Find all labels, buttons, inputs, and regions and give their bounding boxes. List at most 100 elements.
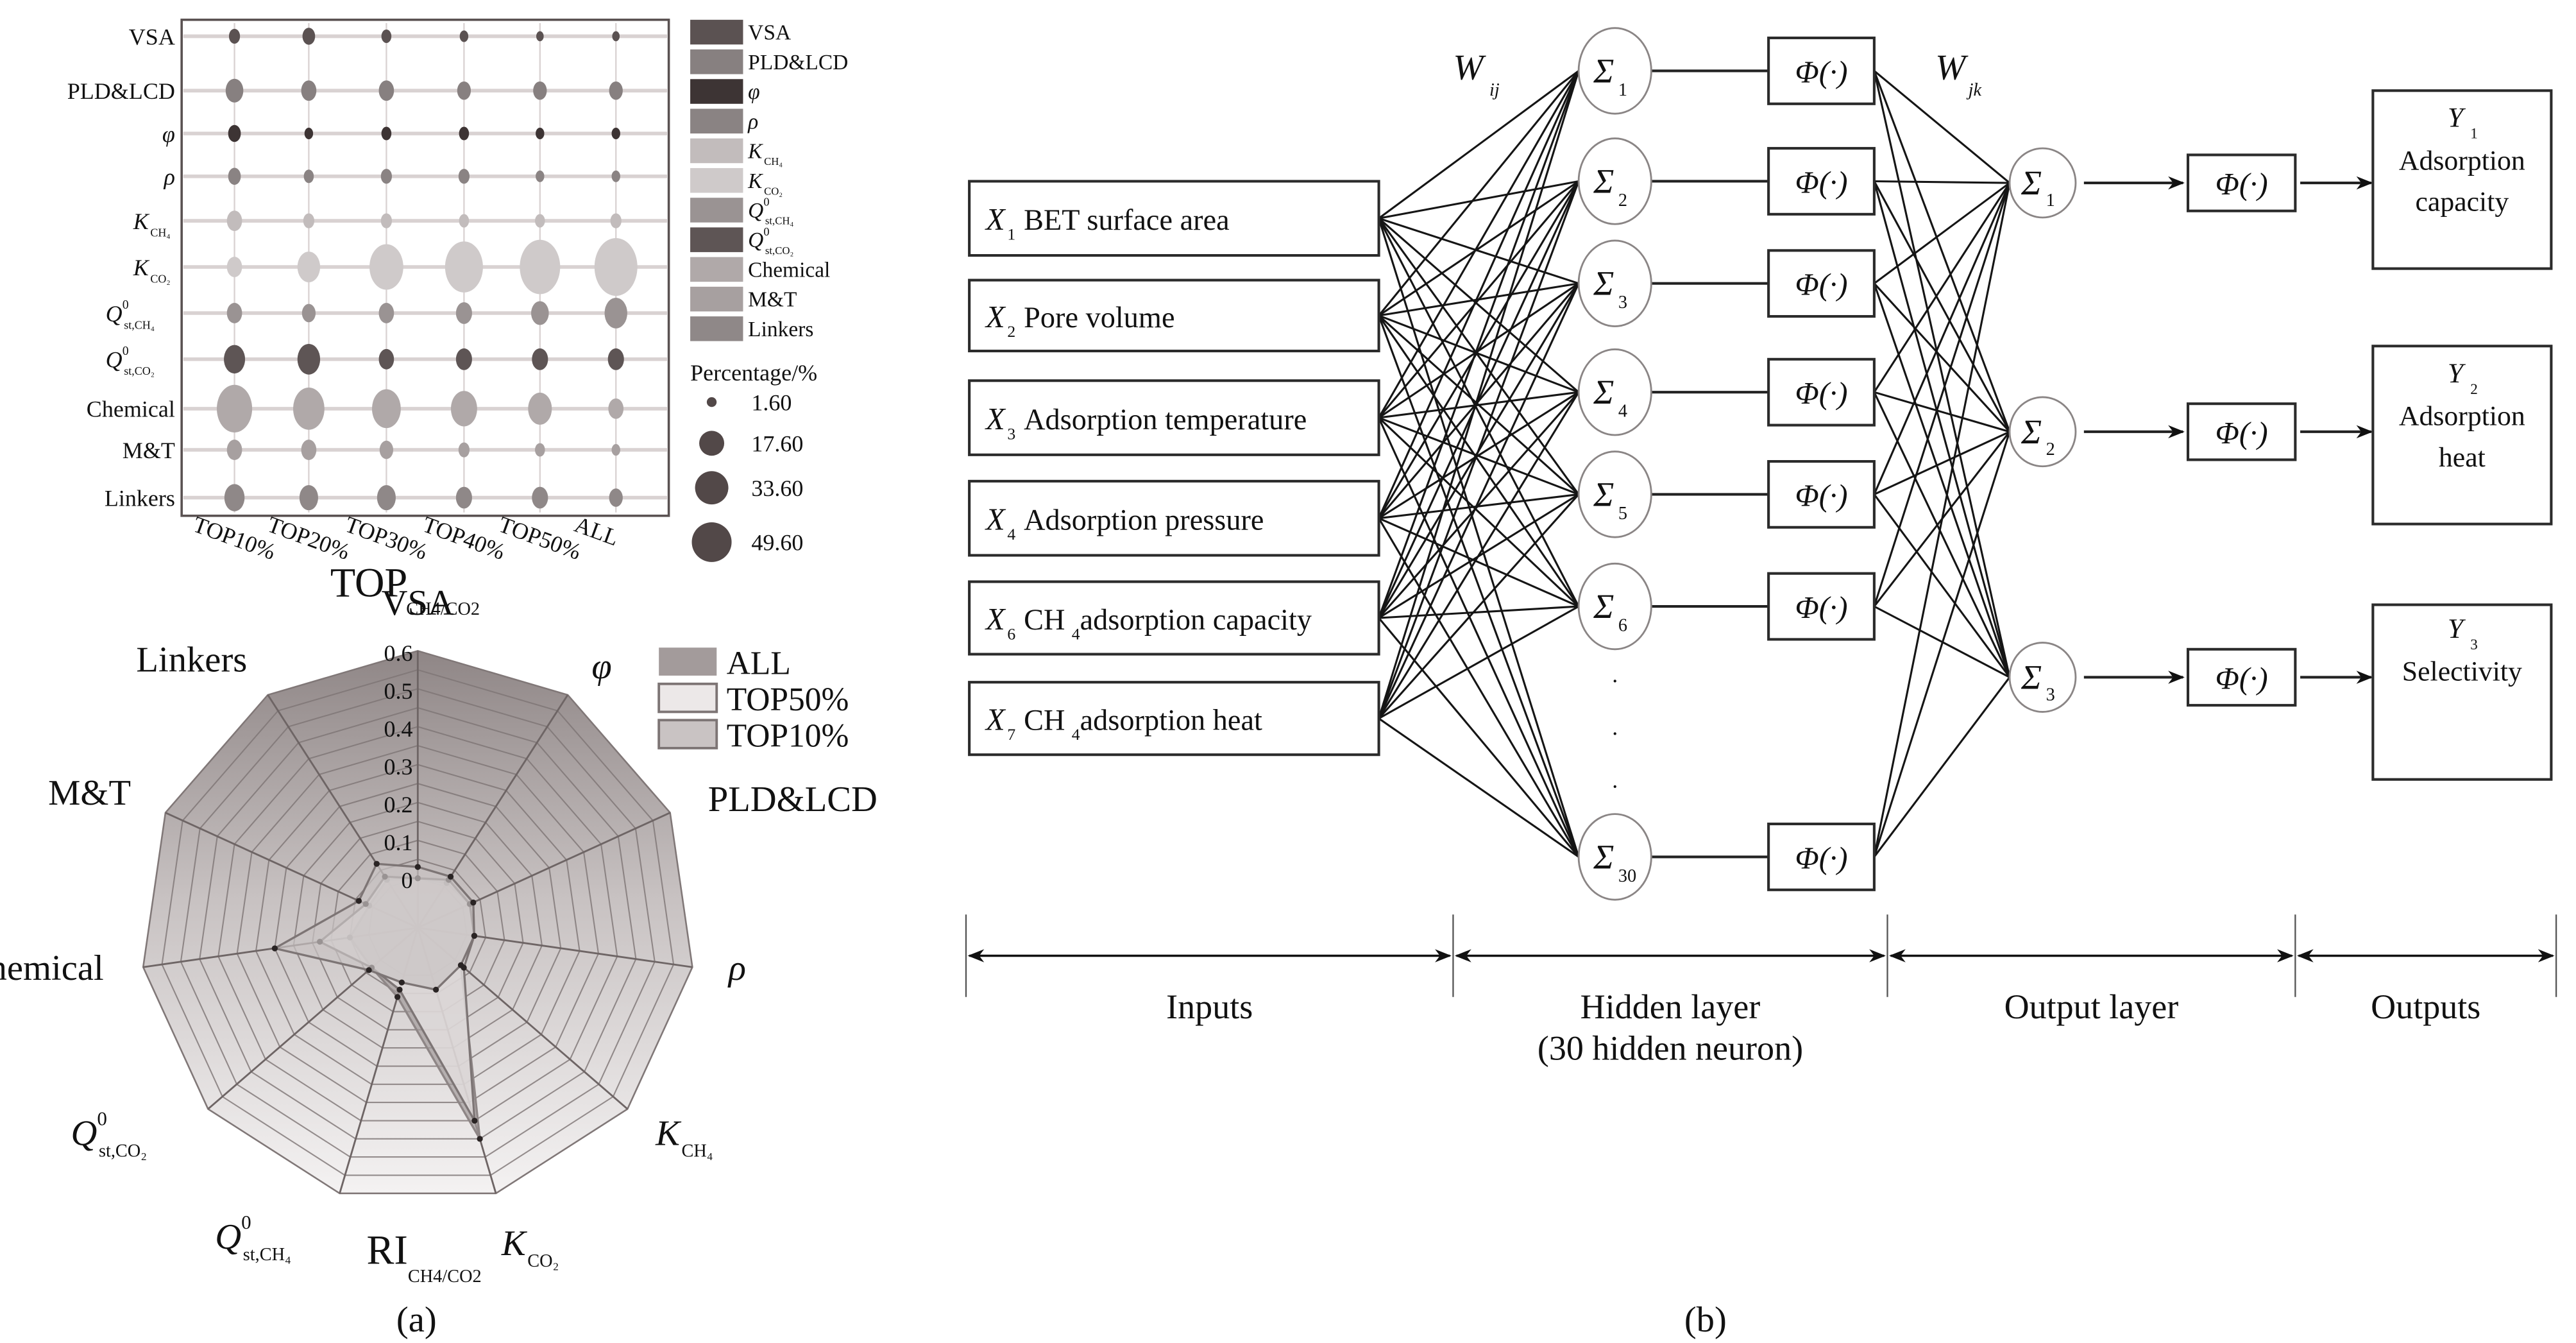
radar-axis-label-7-sup: 0 bbox=[97, 1107, 107, 1129]
legend-swatch-VSA bbox=[690, 19, 743, 45]
activation-label: Φ(·) bbox=[1795, 477, 1847, 513]
bubble-QCH4-2 bbox=[378, 303, 394, 323]
edge-input-hidden bbox=[1378, 218, 1580, 607]
bubble-y-label-VSA: VSA bbox=[129, 24, 175, 49]
input-label: BET surface area bbox=[1024, 204, 1230, 237]
bubble-x-axis-title: TOP CH4/CO2 bbox=[330, 560, 480, 619]
edge-hidden-output bbox=[1873, 180, 2011, 432]
edge-input-hidden bbox=[1378, 180, 1579, 317]
neuron-index: 2 bbox=[2046, 440, 2055, 459]
size-legend-bubble bbox=[691, 522, 732, 562]
edge-hidden-output bbox=[1873, 182, 2010, 284]
bubble-KCH4-1 bbox=[303, 213, 315, 228]
output-box-frame bbox=[2371, 345, 2553, 526]
input-box-frame bbox=[968, 580, 1380, 656]
bubble-x-tick-label: TOP50% bbox=[495, 511, 584, 565]
bubble-phi-0 bbox=[228, 124, 241, 142]
bubble-Chem-4 bbox=[528, 392, 552, 425]
edge-hidden-output bbox=[1874, 391, 2010, 433]
bubble-y-label-QCH4-sup: 0 bbox=[123, 298, 129, 312]
sum-neuron bbox=[2008, 396, 2077, 468]
edge-hidden-output bbox=[1873, 493, 2011, 678]
hidden-neuron-4: Σ4Φ(·) bbox=[1577, 348, 1876, 436]
radar-axis-label-3-text: ρ bbox=[727, 948, 746, 988]
bubble-Link-1 bbox=[299, 484, 318, 511]
legend-label-QCO2-sub: st,CO₂ bbox=[765, 244, 793, 257]
output-box-frame bbox=[2371, 89, 2553, 270]
activation-label: Φ(·) bbox=[2216, 661, 2268, 696]
bubble-KCO2-4 bbox=[520, 239, 561, 295]
output-var-index: 2 bbox=[2470, 381, 2478, 398]
legend-label-QCO2-text: Q bbox=[748, 228, 763, 252]
radar-legend-label: TOP50% bbox=[727, 681, 849, 718]
radar-axis-label-9-text: M&T bbox=[48, 773, 131, 813]
edge-input-hidden bbox=[1378, 70, 1580, 418]
radar-point-TOP10% bbox=[373, 860, 380, 867]
bubble-y-label-VSA-text: VSA bbox=[129, 24, 175, 49]
output-var-index: 3 bbox=[2470, 637, 2478, 653]
bubble-VSA-5 bbox=[612, 31, 620, 42]
edge-hidden-output bbox=[1873, 283, 2011, 678]
radar-series bbox=[271, 860, 483, 1142]
bubble-Chem-3 bbox=[450, 391, 477, 427]
bubble-y-label-PLD-text: PLD&LCD bbox=[67, 78, 175, 104]
legend-label-rho-text: ρ bbox=[747, 110, 758, 133]
bubble-x-tick-label: TOP20% bbox=[264, 511, 353, 565]
legend-label-QCH4-text: Q bbox=[748, 199, 763, 223]
input-var: X bbox=[985, 502, 1006, 537]
radar-point-TOP10% bbox=[271, 945, 278, 952]
bubble-KCO2-5 bbox=[594, 237, 638, 296]
input-label-sub: 4 bbox=[1072, 624, 1080, 643]
edge-input-hidden bbox=[1378, 70, 1580, 719]
radar-series-TOP10% bbox=[271, 862, 476, 991]
radar-ring-minor bbox=[236, 744, 600, 1104]
input-var-index: 2 bbox=[1007, 322, 1015, 341]
radar-legend-swatch-ALL bbox=[659, 647, 717, 676]
sum-neuron bbox=[1577, 813, 1652, 901]
edge-hidden-output bbox=[1873, 182, 2011, 857]
radar-ring bbox=[142, 650, 693, 1194]
panel-b-label: (b) bbox=[1684, 1300, 1727, 1340]
radar-x-title-sub: CH4/CO2 bbox=[408, 1267, 482, 1287]
radar-axis-labels: VSAφPLD&LCDρKCH₄KCO₂Q0st,CH₄Q0st,CO₂Chem… bbox=[0, 583, 877, 1271]
activation-box bbox=[1767, 249, 1876, 318]
edge-input-hidden bbox=[1378, 70, 1580, 316]
radar-axis-label-5-text: K bbox=[501, 1224, 528, 1263]
bubble-MT-4 bbox=[535, 443, 545, 457]
bubble-QCO2-5 bbox=[607, 348, 624, 370]
bubble-QCH4-1 bbox=[301, 304, 316, 323]
bubble-phi-3 bbox=[459, 126, 470, 141]
output-label-line2: heat bbox=[2439, 442, 2486, 473]
edge-input-hidden bbox=[1378, 70, 1580, 219]
radar-x-title-main: RI bbox=[367, 1228, 408, 1273]
bubble-rho-3 bbox=[458, 169, 470, 184]
bubble-rho-5 bbox=[611, 170, 620, 182]
bubble-MT-3 bbox=[458, 442, 470, 458]
edge-input-hidden bbox=[1378, 416, 1580, 608]
radar-axis-label-4-text: K bbox=[655, 1114, 682, 1154]
bubble-KCO2-2 bbox=[369, 244, 403, 290]
input-box-frame bbox=[968, 278, 1380, 353]
weight-jk-sub: jk bbox=[1966, 80, 1982, 100]
radar-axis-label-2: PLD&LCD bbox=[708, 780, 877, 819]
bubble-y-label-QCO2-sup: 0 bbox=[123, 344, 129, 358]
output-label-line1: Selectivity bbox=[2402, 656, 2522, 687]
bubble-Link-5 bbox=[609, 488, 623, 507]
bubble-QCO2-4 bbox=[532, 348, 548, 370]
legend-swatch-rho bbox=[690, 108, 743, 134]
legend-label-phi: φ bbox=[748, 80, 760, 104]
bubble-VSA-1 bbox=[302, 28, 316, 45]
edge-input-hidden bbox=[1378, 391, 1579, 419]
radar-point-TOP50% bbox=[471, 1117, 478, 1124]
input-label: Pore volume bbox=[1024, 302, 1174, 334]
bubble-Link-0 bbox=[224, 484, 245, 511]
